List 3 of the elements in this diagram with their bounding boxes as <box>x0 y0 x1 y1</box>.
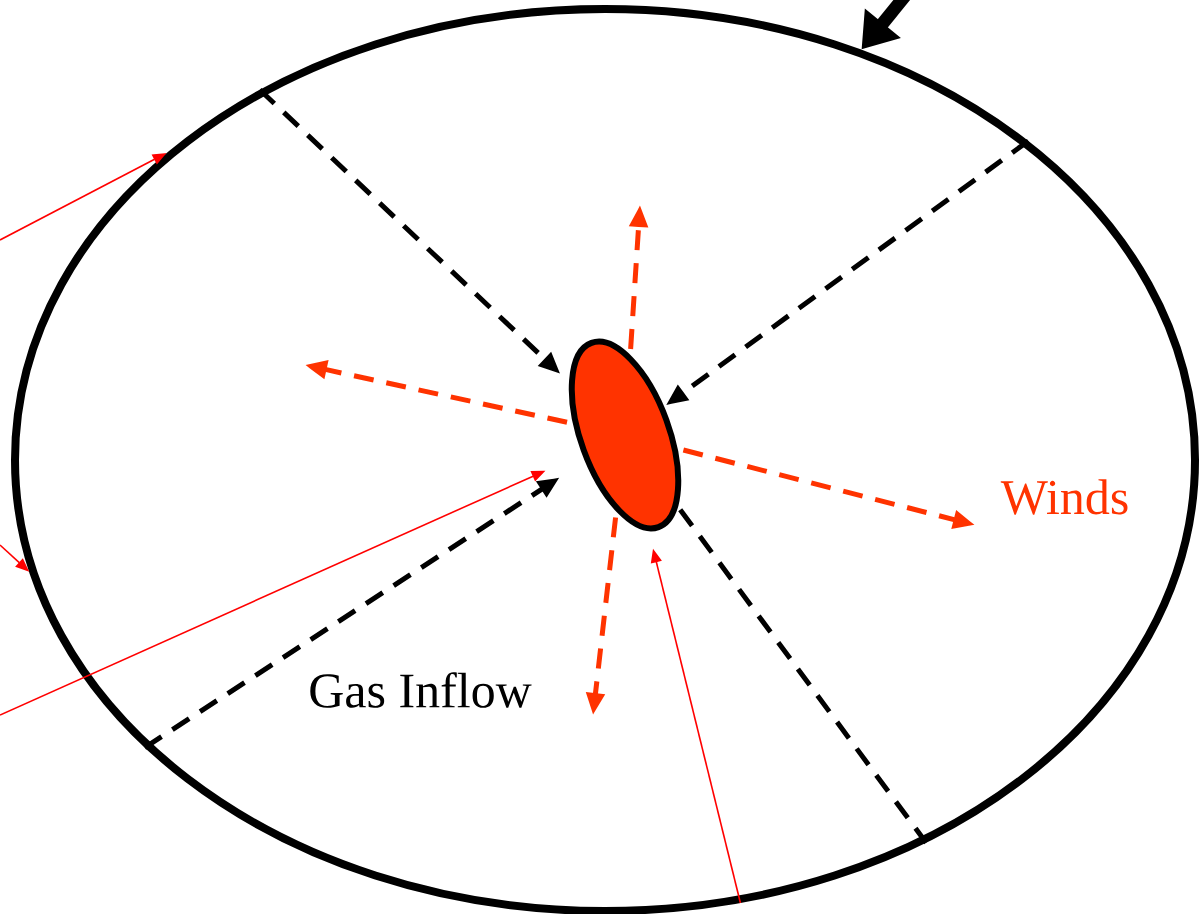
label-text: Gas Inflow <box>310 672 532 708</box>
dashed-line <box>678 508 929 845</box>
label-text: Winds <box>1000 479 1128 515</box>
